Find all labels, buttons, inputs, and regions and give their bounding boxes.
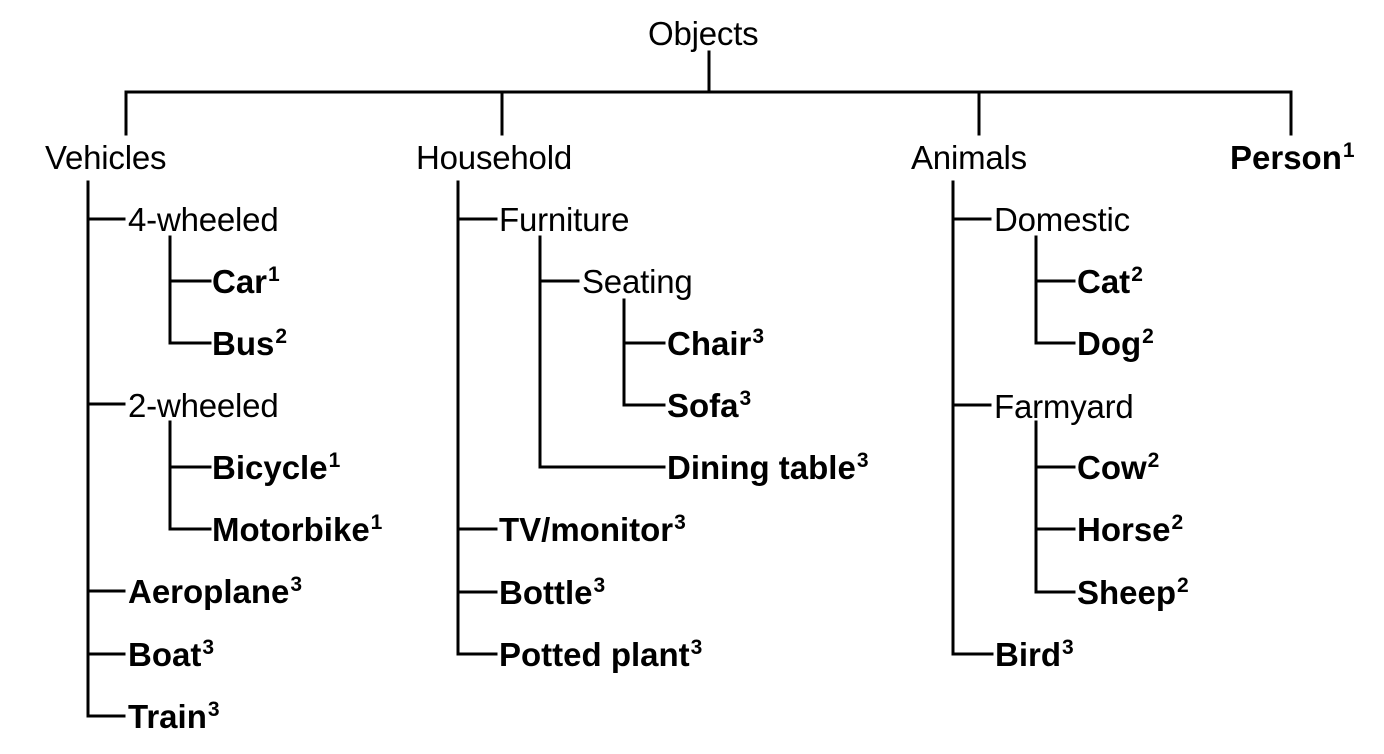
sheep-superscript: 2	[1177, 574, 1189, 597]
chair-superscript: 3	[752, 325, 765, 348]
horse-superscript: 2	[1171, 511, 1184, 534]
motorbike-superscript: 1	[370, 511, 383, 534]
sofa-label: Sofa	[667, 387, 739, 424]
sheep-leaf: Sheep2	[1077, 574, 1189, 611]
aeroplane-leaf: Aeroplane3	[128, 573, 303, 610]
bicycle-superscript: 1	[328, 449, 341, 472]
seating-connector	[622, 298, 666, 407]
tv-monitor-superscript: 3	[674, 511, 686, 534]
train-superscript: 3	[207, 698, 220, 721]
potted-plant-leaf: Potted plant3	[499, 636, 703, 673]
boat-superscript: 3	[202, 636, 215, 659]
bottle-label: Bottle	[499, 574, 593, 611]
person-leaf: Person1	[1230, 139, 1355, 176]
bottle-leaf: Bottle3	[499, 574, 606, 611]
four-wheeled-connector	[168, 235, 212, 345]
seating-label: Seating	[582, 263, 693, 300]
train-label: Train	[128, 698, 207, 735]
sofa-superscript: 3	[739, 387, 752, 410]
household-connector	[456, 180, 498, 656]
boat-leaf: Boat3	[128, 636, 215, 673]
bus-label: Bus	[212, 325, 275, 362]
dog-leaf: Dog2	[1077, 325, 1154, 362]
motorbike-leaf: Motorbike1	[212, 511, 383, 548]
farmyard-label: Farmyard	[994, 388, 1134, 425]
furniture-label: Furniture	[499, 201, 630, 238]
train-leaf: Train3	[128, 698, 220, 735]
two-wheeled-label: 2-wheeled	[128, 387, 279, 424]
cow-superscript: 2	[1147, 449, 1160, 472]
root-connector	[124, 50, 1293, 136]
bus-superscript: 2	[275, 325, 288, 348]
aeroplane-superscript: 3	[290, 573, 303, 596]
car-leaf: Car1	[212, 263, 280, 300]
potted-plant-label: Potted plant	[499, 636, 690, 673]
sheep-label: Sheep	[1077, 574, 1177, 611]
two-wheeled-connector	[168, 420, 212, 531]
potted-plant-superscript: 3	[690, 636, 703, 659]
dining-table-label: Dining table	[667, 449, 856, 486]
aeroplane-label: Aeroplane	[128, 573, 290, 610]
vehicles-connector	[86, 180, 126, 718]
car-superscript: 1	[268, 263, 280, 286]
domestic-label: Domestic	[994, 201, 1130, 238]
motorbike-label: Motorbike	[212, 511, 370, 548]
farmyard-connector	[1034, 420, 1076, 594]
animals-connector	[951, 180, 994, 656]
vehicles-label: Vehicles	[45, 139, 167, 176]
animals-label: Animals	[911, 139, 1027, 176]
person-superscript: 1	[1342, 139, 1355, 162]
sofa-leaf: Sofa3	[667, 387, 752, 424]
bird-superscript: 3	[1062, 636, 1074, 659]
dining-table-superscript: 3	[856, 449, 869, 472]
cow-leaf: Cow2	[1077, 449, 1160, 486]
dog-superscript: 2	[1142, 325, 1154, 348]
bicycle-leaf: Bicycle1	[212, 449, 341, 486]
root-label: Objects	[648, 15, 759, 52]
cat-superscript: 2	[1131, 263, 1143, 286]
car-label: Car	[212, 263, 268, 300]
furniture-connector	[538, 235, 666, 469]
dining-table-leaf: Dining table3	[667, 449, 869, 486]
bicycle-label: Bicycle	[212, 449, 328, 486]
chair-label: Chair	[667, 325, 752, 362]
tv-monitor-label: TV/monitor	[499, 511, 674, 548]
cow-label: Cow	[1077, 449, 1147, 486]
bird-leaf: Bird3	[995, 636, 1074, 673]
household-label: Household	[416, 139, 572, 176]
bird-label: Bird	[995, 636, 1061, 673]
four-wheeled-label: 4-wheeled	[128, 201, 279, 238]
cat-leaf: Cat2	[1077, 263, 1143, 300]
bottle-superscript: 3	[593, 574, 606, 597]
horse-label: Horse	[1077, 511, 1171, 548]
cat-label: Cat	[1077, 263, 1131, 300]
horse-leaf: Horse2	[1077, 511, 1184, 548]
tv-monitor-leaf: TV/monitor3	[499, 511, 686, 548]
bus-leaf: Bus2	[212, 325, 288, 362]
person-label: Person	[1230, 139, 1342, 176]
chair-leaf: Chair3	[667, 325, 765, 362]
dog-label: Dog	[1077, 325, 1142, 362]
boat-label: Boat	[128, 636, 202, 673]
domestic-connector	[1034, 235, 1076, 345]
